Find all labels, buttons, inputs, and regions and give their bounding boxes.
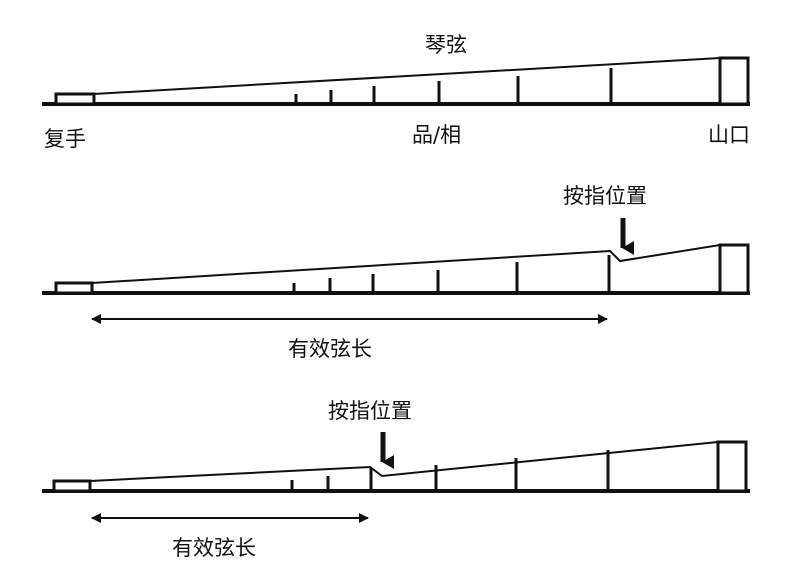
panel-3-press-mid: 按指位置 有效弦长 <box>42 399 750 560</box>
frets <box>294 68 613 104</box>
string-line-pressed <box>91 244 721 284</box>
bridge-block <box>52 479 92 493</box>
effective-length-label: 有效弦长 <box>172 536 256 560</box>
label-pin-xiang: 品/相 <box>412 123 461 147</box>
string-line <box>93 57 721 95</box>
panel-1-open-string: 琴弦 复手 品/相 山口 <box>42 33 750 151</box>
label-fushou: 复手 <box>44 127 86 151</box>
bridge-block <box>54 92 96 106</box>
nut-block <box>718 56 750 106</box>
string-title: 琴弦 <box>425 33 467 57</box>
bridge-block <box>54 281 94 295</box>
frets <box>290 450 610 491</box>
string-line-pressed <box>89 441 719 482</box>
nut-block <box>716 440 748 493</box>
press-position-label: 按指位置 <box>563 184 647 208</box>
panel-2-press-near-nut: 按指位置 有效弦长 <box>42 184 750 361</box>
label-shankou: 山口 <box>708 123 750 147</box>
press-position-label: 按指位置 <box>328 399 412 423</box>
nut-block <box>718 243 750 295</box>
frets <box>292 255 611 293</box>
effective-length-label: 有效弦长 <box>288 337 372 361</box>
